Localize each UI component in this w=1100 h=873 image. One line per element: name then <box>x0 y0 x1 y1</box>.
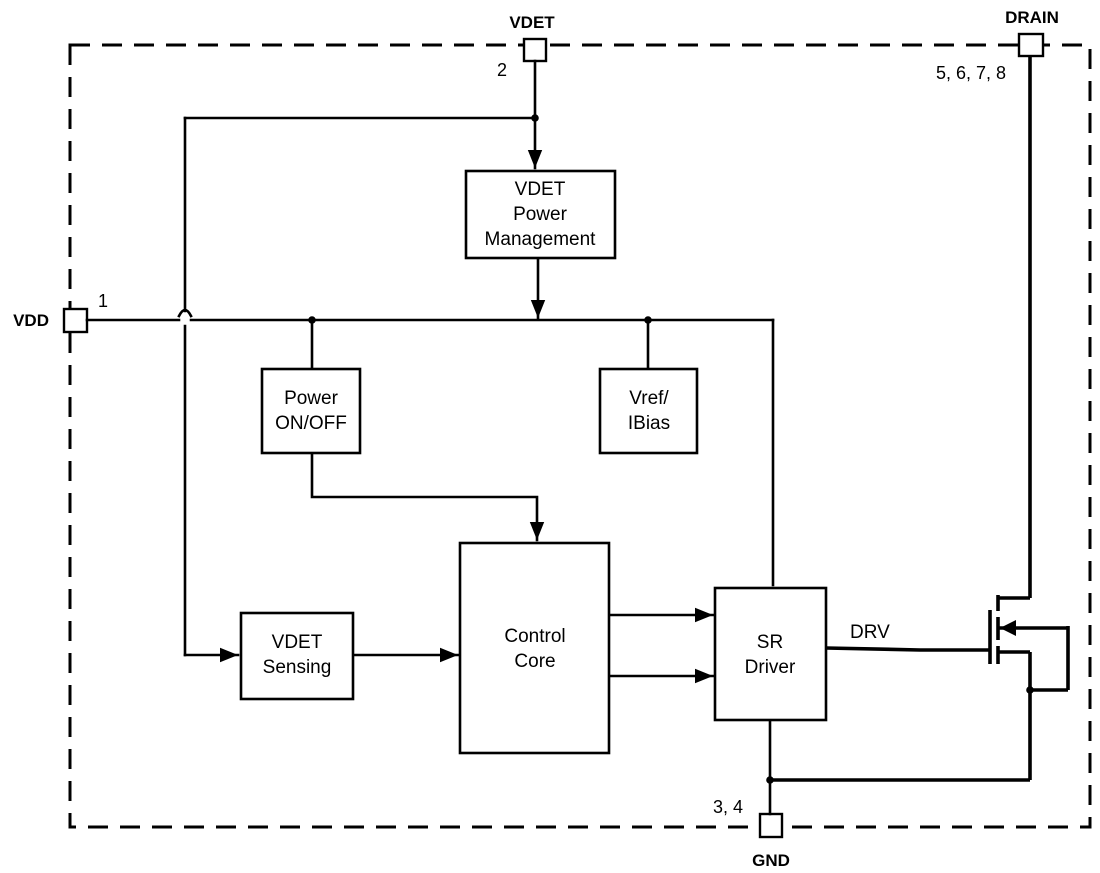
block-vref-ibias-line-1: Vref/ <box>629 388 669 409</box>
pin-drain-label: DRAIN <box>1005 8 1059 27</box>
package-boundary <box>68 43 1092 829</box>
pin-gnd-pad <box>758 812 784 839</box>
pin-drain-number: 5, 6, 7, 8 <box>936 63 1006 83</box>
block-power-on-off-line-2: ON/OFF <box>275 413 347 434</box>
pin-vdet: VDET 2 <box>497 13 555 80</box>
block-sr-driver-line-1: SR <box>757 632 783 653</box>
pin-vdd-pad <box>62 307 89 334</box>
junction-gnd <box>766 776 774 784</box>
pin-vdet-label: VDET <box>509 13 555 32</box>
pin-vdet-pad <box>522 37 548 63</box>
signal-drv-label: DRV <box>850 622 890 643</box>
block-vdet-power-management-line-3: Management <box>485 229 597 250</box>
wire-poweronoff-to-core <box>310 451 545 542</box>
block-power-on-off: Power ON/OFF <box>260 367 362 455</box>
mosfet-symbol <box>988 595 1070 692</box>
block-vdet-sensing-box <box>239 611 355 701</box>
block-vdet-sensing-line-2: Sensing <box>263 657 332 678</box>
block-control-core-box <box>458 541 611 755</box>
mosfet-body-arrow <box>1000 620 1016 636</box>
block-power-on-off-line-1: Power <box>284 388 339 409</box>
block-sr-driver: SR Driver <box>713 586 828 722</box>
block-power-on-off-box <box>260 367 362 455</box>
block-vdet-power-management-line-1: VDET <box>515 179 566 200</box>
wire-drv-gate <box>825 646 990 652</box>
block-vdet-power-management-line-2: Power <box>513 204 568 225</box>
block-vdet-sensing-line-1: VDET <box>272 632 323 653</box>
pin-drain-pad <box>1017 32 1045 58</box>
block-sr-driver-box <box>713 586 828 722</box>
block-control-core: Control Core <box>458 541 611 755</box>
block-control-core-line-1: Control <box>504 626 565 647</box>
wire-crossover-hop <box>177 308 193 318</box>
pin-drain: DRAIN 5, 6, 7, 8 <box>936 8 1059 83</box>
block-vdet-power-management: VDET Power Management <box>464 169 617 260</box>
pin-vdd-number: 1 <box>98 291 108 311</box>
junction-rail-vref <box>644 316 652 324</box>
junction-vdet <box>531 114 539 122</box>
pin-gnd: GND 3, 4 <box>713 797 790 870</box>
block-vref-ibias: Vref/ IBias <box>598 367 699 455</box>
block-vref-ibias-box <box>598 367 699 455</box>
block-control-core-line-2: Core <box>514 651 555 672</box>
block-sr-driver-line-2: Driver <box>745 657 796 678</box>
block-vdet-sensing: VDET Sensing <box>239 611 355 701</box>
wires <box>85 56 1034 816</box>
pin-gnd-label: GND <box>752 851 790 870</box>
pin-vdd: VDD 1 <box>13 291 108 334</box>
block-vdet-power-management-box <box>464 169 617 260</box>
block-vref-ibias-line-2: IBias <box>628 413 670 434</box>
pin-vdet-number: 2 <box>497 60 507 80</box>
pin-gnd-number: 3, 4 <box>713 797 743 817</box>
junction-rail-poweronoff <box>308 316 316 324</box>
pin-vdd-label: VDD <box>13 311 49 330</box>
